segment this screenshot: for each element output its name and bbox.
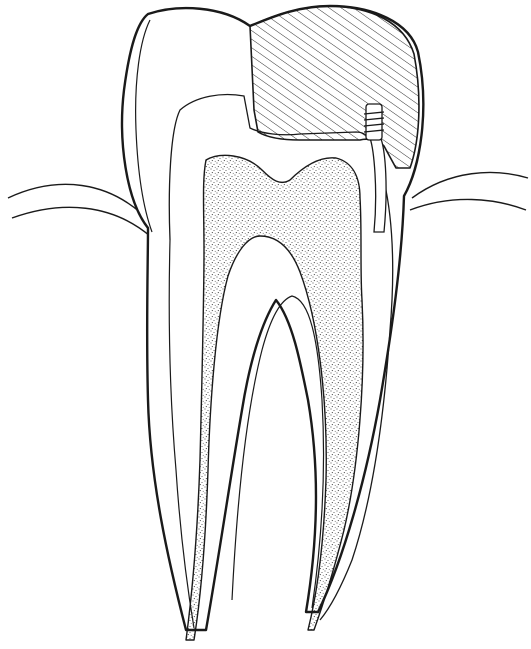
gum-right-lower <box>410 199 526 210</box>
gum-left-lower <box>12 207 150 236</box>
gum-right-upper <box>412 173 528 198</box>
pin-head <box>366 104 382 140</box>
